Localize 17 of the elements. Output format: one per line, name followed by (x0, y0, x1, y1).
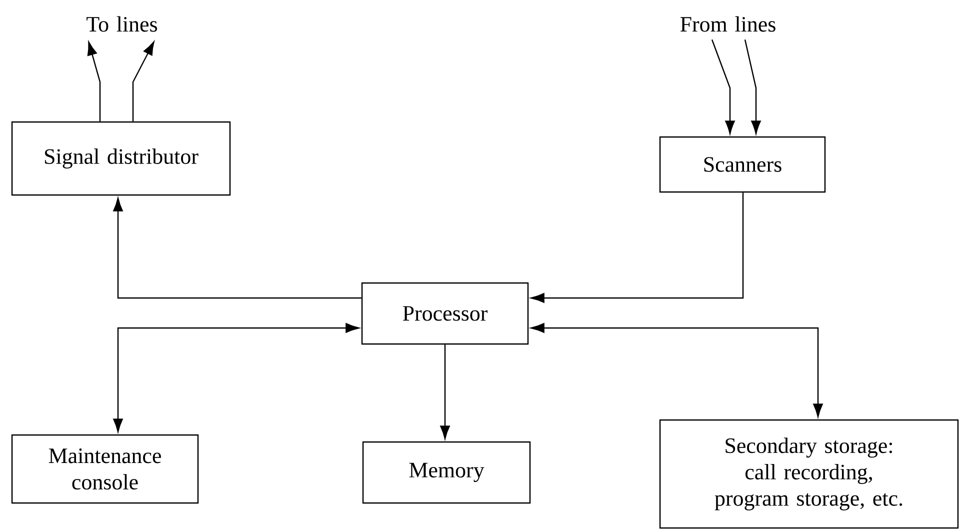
arrow (113, 323, 360, 432)
line-label: To lines (86, 16, 158, 32)
arrow (711, 39, 735, 134)
arrow (113, 198, 362, 299)
line-label: From lines (680, 16, 776, 32)
process-box: Maintenance console (11, 434, 199, 504)
process-box: Scanners (659, 136, 826, 193)
arrow (87, 42, 101, 122)
arrow (440, 344, 450, 440)
arrow (530, 323, 823, 418)
process-box: Memory (362, 441, 531, 504)
arrow (744, 39, 761, 134)
process-box: Processor (361, 282, 529, 345)
process-box: Signal distributor (11, 121, 231, 196)
arrow (132, 42, 154, 122)
process-box: Secondary storage: call recording, program storage, etc. (659, 419, 959, 529)
arrow (530, 192, 744, 303)
